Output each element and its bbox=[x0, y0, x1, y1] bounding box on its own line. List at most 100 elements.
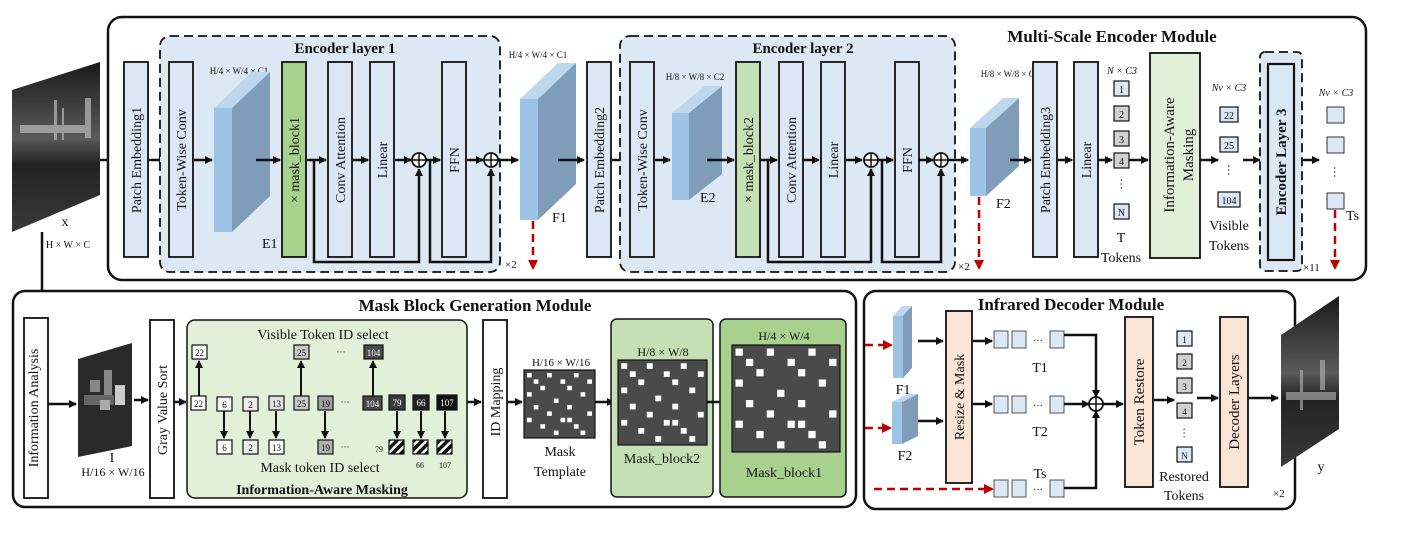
mask-visible-cell bbox=[756, 430, 764, 439]
svg-text:1: 1 bbox=[1119, 85, 1124, 96]
ts-token bbox=[993, 479, 1009, 498]
svg-text:22: 22 bbox=[1224, 111, 1234, 122]
info-shape: H/16 × W/16 bbox=[81, 465, 144, 479]
mask-visible-cell bbox=[829, 410, 837, 418]
mask-visible-cell bbox=[697, 371, 704, 377]
svg-text:1: 1 bbox=[1182, 335, 1187, 345]
token-box bbox=[1113, 203, 1130, 220]
svg-text:66: 66 bbox=[417, 398, 427, 408]
out-shape: Nv × C3 bbox=[1318, 88, 1354, 99]
encoder-layer1-title: Encoder layer 1 bbox=[294, 41, 395, 57]
iam-panel-title: Information-Aware Masking bbox=[236, 483, 408, 498]
restored-token bbox=[1176, 330, 1193, 347]
visible-label-2: Tokens bbox=[1209, 239, 1249, 254]
masked-hatched-token bbox=[388, 439, 405, 455]
svg-text:25: 25 bbox=[1224, 141, 1234, 152]
masked-id bbox=[317, 439, 334, 455]
svg-text:13: 13 bbox=[272, 399, 282, 409]
svg-text:···: ··· bbox=[1328, 166, 1342, 178]
mask-visible-cell bbox=[829, 358, 837, 367]
decoder-layers-label: Decoder Layers bbox=[1227, 354, 1243, 450]
encoder-layer3-label: Encoder Layer 3 bbox=[1274, 109, 1290, 216]
mask-visible-cell bbox=[547, 372, 552, 378]
f1-shape: H/4 × W/4 × C1 bbox=[509, 50, 568, 60]
mask-visible-cell bbox=[621, 363, 628, 369]
info-label: I bbox=[110, 451, 115, 466]
svg-text:2: 2 bbox=[248, 443, 253, 453]
mask-visible-cell bbox=[818, 379, 827, 387]
id-mapping-label: ID Mapping bbox=[489, 368, 504, 437]
encoder-layer2-title: Encoder layer 2 bbox=[752, 41, 853, 57]
svg-text:104: 104 bbox=[1222, 196, 1237, 207]
dec-f1-label: F1 bbox=[896, 383, 911, 398]
mask-visible-cell bbox=[560, 379, 566, 384]
block1-shape: H/4 × W/4 bbox=[758, 329, 809, 343]
visible-label-1: Visible bbox=[1209, 219, 1249, 234]
dec-ts-label: Ts bbox=[1033, 467, 1046, 482]
restored-token bbox=[1176, 353, 1193, 370]
mask-visible-cell bbox=[587, 379, 592, 384]
information-analysis-label: Information Analysis bbox=[27, 349, 42, 468]
mask-visible-cell bbox=[655, 395, 662, 402]
t1-token-row: ··· bbox=[993, 330, 1065, 349]
mask-visible-cell bbox=[573, 424, 579, 429]
mask-visible-cell bbox=[587, 411, 592, 416]
information-map bbox=[78, 343, 132, 457]
patch-embedding1-block bbox=[123, 61, 149, 258]
svg-text:13: 13 bbox=[272, 443, 282, 453]
mask-visible-cell bbox=[756, 369, 764, 377]
mask-select-label: Mask token ID select bbox=[260, 461, 379, 476]
patch-embedding2-block bbox=[586, 61, 612, 258]
t2-token-row: ··· bbox=[993, 395, 1065, 414]
t1-token bbox=[993, 330, 1009, 349]
mask-visible-cell bbox=[580, 430, 586, 436]
conv-attention2-label: Conv Attention bbox=[785, 117, 800, 203]
mask-visible-cell bbox=[533, 404, 539, 410]
mask-visible-cell bbox=[697, 411, 704, 418]
svg-text:···: ··· bbox=[341, 397, 350, 407]
mask-visible-cell bbox=[663, 419, 670, 426]
mask-block1-grid bbox=[731, 344, 841, 453]
masked-hatched-token bbox=[412, 439, 429, 455]
svg-text:79: 79 bbox=[375, 445, 383, 454]
layer2-repeat: ×2 bbox=[958, 261, 970, 273]
visible-id-row: 22 25 ··· 104 bbox=[191, 344, 384, 360]
input-shape: H × W × C bbox=[46, 240, 91, 251]
e2-feature-cube bbox=[672, 86, 722, 200]
svg-text:3: 3 bbox=[1182, 382, 1187, 392]
mask-visible-cell bbox=[777, 389, 785, 397]
iam-encoder-label-2: Masking bbox=[1181, 128, 1197, 181]
t2-token bbox=[993, 395, 1009, 414]
svg-text:22: 22 bbox=[195, 348, 204, 358]
ts-token-row: ··· bbox=[993, 479, 1065, 498]
conv-attention1-label: Conv Attention bbox=[334, 117, 349, 203]
patch-embedding1-label: Patch Embedding1 bbox=[130, 107, 145, 213]
token-restore-block bbox=[1124, 316, 1154, 488]
block1-label: Mask_block1 bbox=[746, 466, 822, 481]
mask-visible-cell bbox=[553, 398, 559, 404]
ts-token bbox=[1049, 479, 1065, 498]
mask-visible-cell bbox=[672, 403, 679, 410]
mask-visible-cell bbox=[818, 441, 827, 449]
mask-visible-cell bbox=[567, 417, 572, 423]
svg-text:104: 104 bbox=[367, 348, 381, 358]
svg-text:N: N bbox=[1118, 208, 1125, 219]
output-token-box bbox=[1326, 106, 1345, 124]
ffn2-label: FFN bbox=[901, 147, 916, 173]
mask-visible-cell bbox=[745, 358, 754, 367]
f1-feature-cube bbox=[520, 63, 576, 220]
layer1-repeat: ×2 bbox=[505, 259, 517, 271]
restored-token bbox=[1176, 377, 1193, 394]
mask-visible-cell bbox=[527, 417, 532, 423]
mask-visible-cell bbox=[540, 385, 546, 391]
svg-text:N: N bbox=[1181, 451, 1188, 461]
mask-visible-cell bbox=[663, 371, 670, 377]
linear1-block bbox=[369, 61, 395, 258]
mask-visible-cell bbox=[573, 372, 579, 378]
svg-text:104: 104 bbox=[366, 399, 380, 409]
t1-label: T1 bbox=[1032, 361, 1048, 376]
mask-visible-cell bbox=[735, 348, 743, 356]
mask-visible-cell bbox=[646, 363, 653, 369]
svg-text:2: 2 bbox=[248, 400, 253, 410]
visible-token-list: 22 25 ··· 104 bbox=[1217, 106, 1241, 208]
